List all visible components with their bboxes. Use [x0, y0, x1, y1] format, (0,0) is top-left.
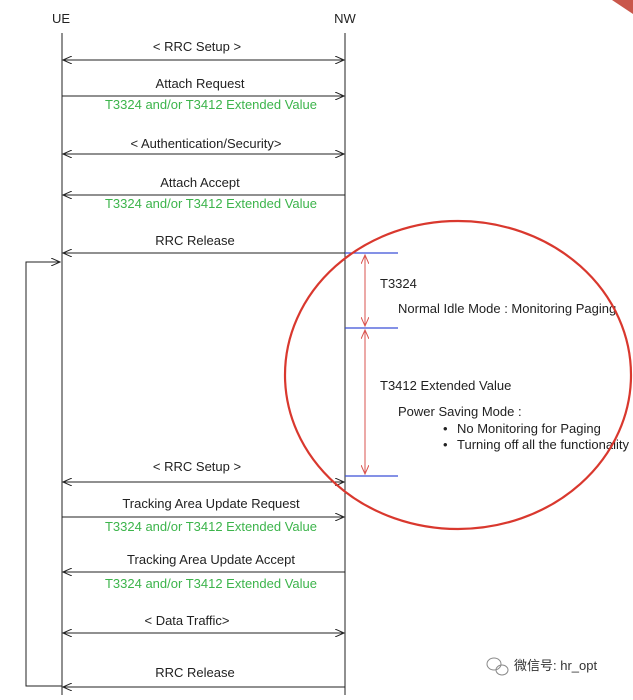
message-label: < Authentication/Security>	[130, 136, 281, 151]
message-attach-accept: Attach Accept T3324 and/or T3412 Extende…	[63, 175, 345, 211]
message-tau-accept: Tracking Area Update Accept T3324 and/or…	[63, 552, 345, 591]
message-param: T3324 and/or T3412 Extended Value	[105, 196, 317, 211]
message-param: T3324 and/or T3412 Extended Value	[105, 97, 317, 112]
watermark: 微信号: hr_opt	[486, 657, 597, 676]
loop-back-line	[25, 262, 62, 687]
message-tau-request: Tracking Area Update Request T3324 and/o…	[62, 496, 344, 534]
message-label: < RRC Setup >	[153, 459, 241, 474]
message-rrc-release-2: RRC Release	[63, 665, 345, 687]
t3412-bullet: No Monitoring for Paging	[457, 421, 601, 436]
message-label: Tracking Area Update Request	[122, 496, 300, 511]
nw-label: NW	[334, 11, 356, 26]
t3324-description: Normal Idle Mode : Monitoring Paging	[398, 301, 616, 316]
message-label: < RRC Setup >	[153, 39, 241, 54]
ue-label: UE	[52, 11, 70, 26]
t3412-bullet-marker: •	[443, 437, 448, 452]
message-label: RRC Release	[155, 233, 234, 248]
t3412-title: T3412 Extended Value	[380, 378, 511, 393]
message-attach-request: Attach Request T3324 and/or T3412 Extend…	[62, 76, 344, 112]
message-param: T3324 and/or T3412 Extended Value	[105, 576, 317, 591]
message-rrc-release-1: RRC Release	[63, 233, 345, 253]
message-label: Tracking Area Update Accept	[127, 552, 295, 567]
message-label: < Data Traffic>	[144, 613, 229, 628]
message-data-traffic: < Data Traffic>	[63, 613, 344, 633]
t3324-title: T3324	[380, 276, 417, 291]
t3412-description: Power Saving Mode :	[398, 404, 522, 419]
watermark-text: 微信号: hr_opt	[514, 658, 597, 673]
message-label: RRC Release	[155, 665, 234, 680]
message-label: Attach Request	[156, 76, 245, 91]
wechat-icon	[486, 657, 509, 676]
highlight-circle	[283, 219, 633, 531]
message-authentication-security: < Authentication/Security>	[63, 136, 344, 154]
t3412-bullet-marker: •	[443, 421, 448, 436]
message-rrc-setup-1: < RRC Setup >	[63, 39, 344, 60]
corner-decoration	[612, 0, 633, 14]
message-param: T3324 and/or T3412 Extended Value	[105, 519, 317, 534]
message-label: Attach Accept	[160, 175, 240, 190]
message-rrc-setup-2: < RRC Setup >	[63, 459, 344, 482]
t3412-bullet: Turning off all the functionality	[457, 437, 629, 452]
